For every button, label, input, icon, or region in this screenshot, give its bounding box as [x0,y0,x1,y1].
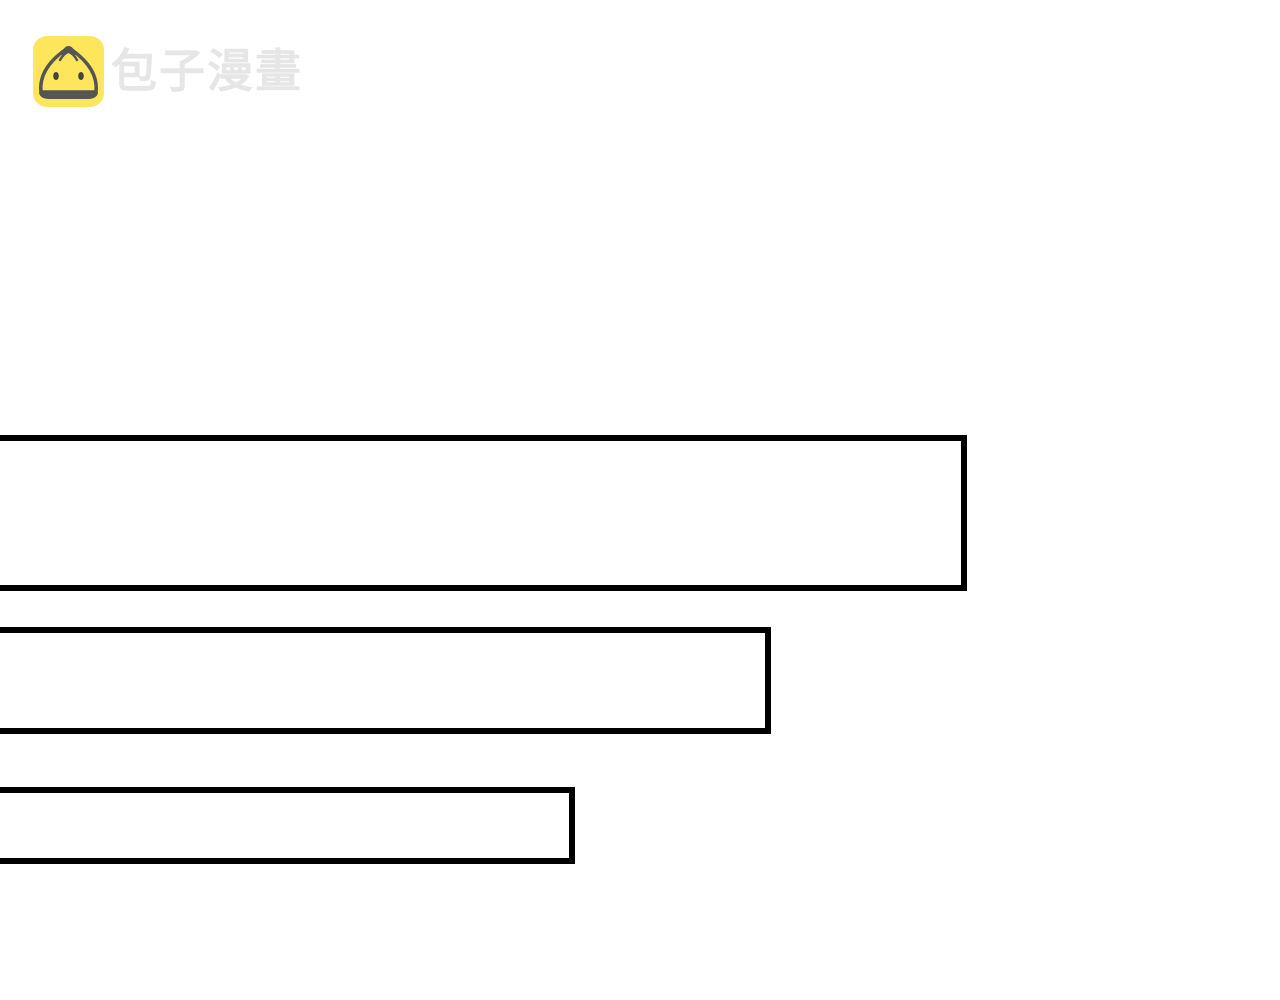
watermark-text: 包子漫畫 [111,44,303,98]
watermark: 包子漫畫 [33,35,303,107]
comic-panel-1 [0,435,967,591]
comic-panel-2 [0,627,771,734]
comic-panel-3 [0,787,575,864]
steamed-bun-icon [33,35,104,107]
